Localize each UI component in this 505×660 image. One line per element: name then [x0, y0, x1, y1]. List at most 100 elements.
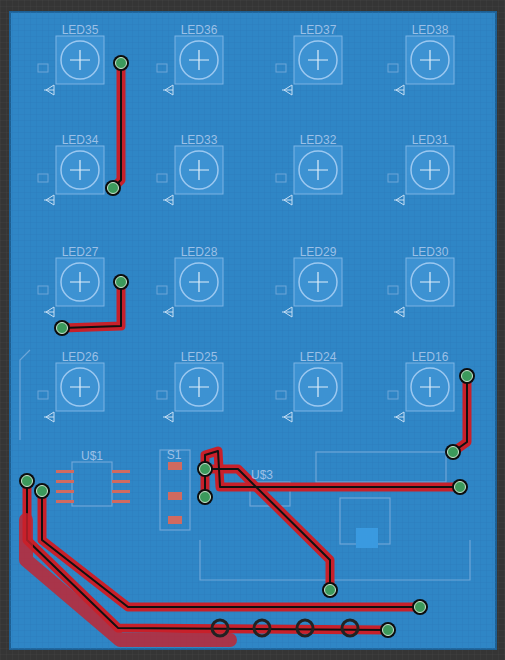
led-cross: [189, 50, 209, 70]
led-body: [175, 258, 223, 306]
led-lens: [411, 151, 449, 189]
led-cross: [189, 160, 209, 180]
led-lens: [180, 368, 218, 406]
led-mark: [44, 85, 54, 95]
led-cross: [70, 50, 90, 70]
pad: [325, 585, 336, 596]
led-lens: [180, 263, 218, 301]
pads: [19, 55, 475, 638]
pad: [200, 464, 211, 475]
led-body: [175, 146, 223, 194]
pad-ring: [197, 489, 213, 505]
led-body: [175, 363, 223, 411]
led-cross: [70, 160, 90, 180]
led-lens: [180, 151, 218, 189]
traces: [26, 63, 467, 640]
part-name: LED30: [412, 246, 449, 259]
led-cross: [308, 50, 328, 70]
led-lens: [411, 41, 449, 79]
led-body: [294, 258, 342, 306]
led-body: [56, 258, 104, 306]
led-lens: [299, 41, 337, 79]
led-cross: [420, 160, 440, 180]
component-name: U$3: [251, 469, 273, 482]
led-pad: [276, 174, 286, 182]
led-lens: [180, 41, 218, 79]
led-pad: [388, 286, 398, 294]
led-mark: [394, 307, 404, 317]
pad: [57, 323, 68, 334]
led-cross: [189, 272, 209, 292]
led-pad: [157, 391, 167, 399]
led-pad: [388, 64, 398, 72]
led-mark: [394, 195, 404, 205]
led-cross: [70, 377, 90, 397]
component-name: U$1: [81, 450, 103, 463]
pad-ring: [197, 461, 213, 477]
led-mark: [44, 412, 54, 422]
led-mark: [44, 195, 54, 205]
led-pad: [388, 174, 398, 182]
led-pad: [157, 286, 167, 294]
led-mark: [44, 307, 54, 317]
led-mark: [394, 85, 404, 95]
part-name: LED29: [300, 246, 337, 259]
led-lens: [61, 263, 99, 301]
led-lens: [411, 263, 449, 301]
part-name: LED25: [181, 351, 218, 364]
part-name: LED36: [181, 24, 218, 37]
bottom-parts: [20, 350, 470, 580]
pad-ring: [34, 483, 50, 499]
led-lens: [299, 263, 337, 301]
led-body: [56, 363, 104, 411]
part-name: LED35: [62, 24, 99, 37]
led-mark: [163, 195, 173, 205]
pad-ring: [19, 473, 35, 489]
led-body: [56, 36, 104, 84]
part-name: LED28: [181, 246, 218, 259]
part-name: LED34: [62, 134, 99, 147]
led-cross: [420, 377, 440, 397]
pad-ring: [412, 599, 428, 615]
led-body: [175, 36, 223, 84]
pad: [200, 492, 211, 503]
led-body: [406, 258, 454, 306]
via: [254, 620, 270, 636]
part-name: LED27: [62, 246, 99, 259]
led-mark: [282, 85, 292, 95]
led-cross: [308, 377, 328, 397]
led-mark: [282, 195, 292, 205]
pad-ring: [113, 55, 129, 71]
led-pad: [276, 286, 286, 294]
pad-ring: [459, 368, 475, 384]
led-body: [294, 363, 342, 411]
led-mark: [394, 412, 404, 422]
led-pad: [276, 64, 286, 72]
via: [342, 620, 358, 636]
led-cross: [420, 50, 440, 70]
pad: [455, 482, 466, 493]
led-cross: [308, 160, 328, 180]
part-name: LED31: [412, 134, 449, 147]
pad: [448, 447, 459, 458]
part-name: LED26: [62, 351, 99, 364]
part-name: LED38: [412, 24, 449, 37]
pad-ring: [54, 320, 70, 336]
led-pad: [38, 64, 48, 72]
part-name: LED24: [300, 351, 337, 364]
led-lens: [299, 368, 337, 406]
led-lens: [61, 41, 99, 79]
pad-ring: [380, 622, 396, 638]
pad: [116, 277, 127, 288]
led-mark: [163, 85, 173, 95]
ic-pins: [56, 462, 182, 524]
led-lens: [61, 368, 99, 406]
led-cross: [189, 377, 209, 397]
led-lens: [411, 368, 449, 406]
part-name: LED37: [300, 24, 337, 37]
part-name: LED32: [300, 134, 337, 147]
pad-ring: [445, 444, 461, 460]
pad: [415, 602, 426, 613]
pad: [383, 625, 394, 636]
